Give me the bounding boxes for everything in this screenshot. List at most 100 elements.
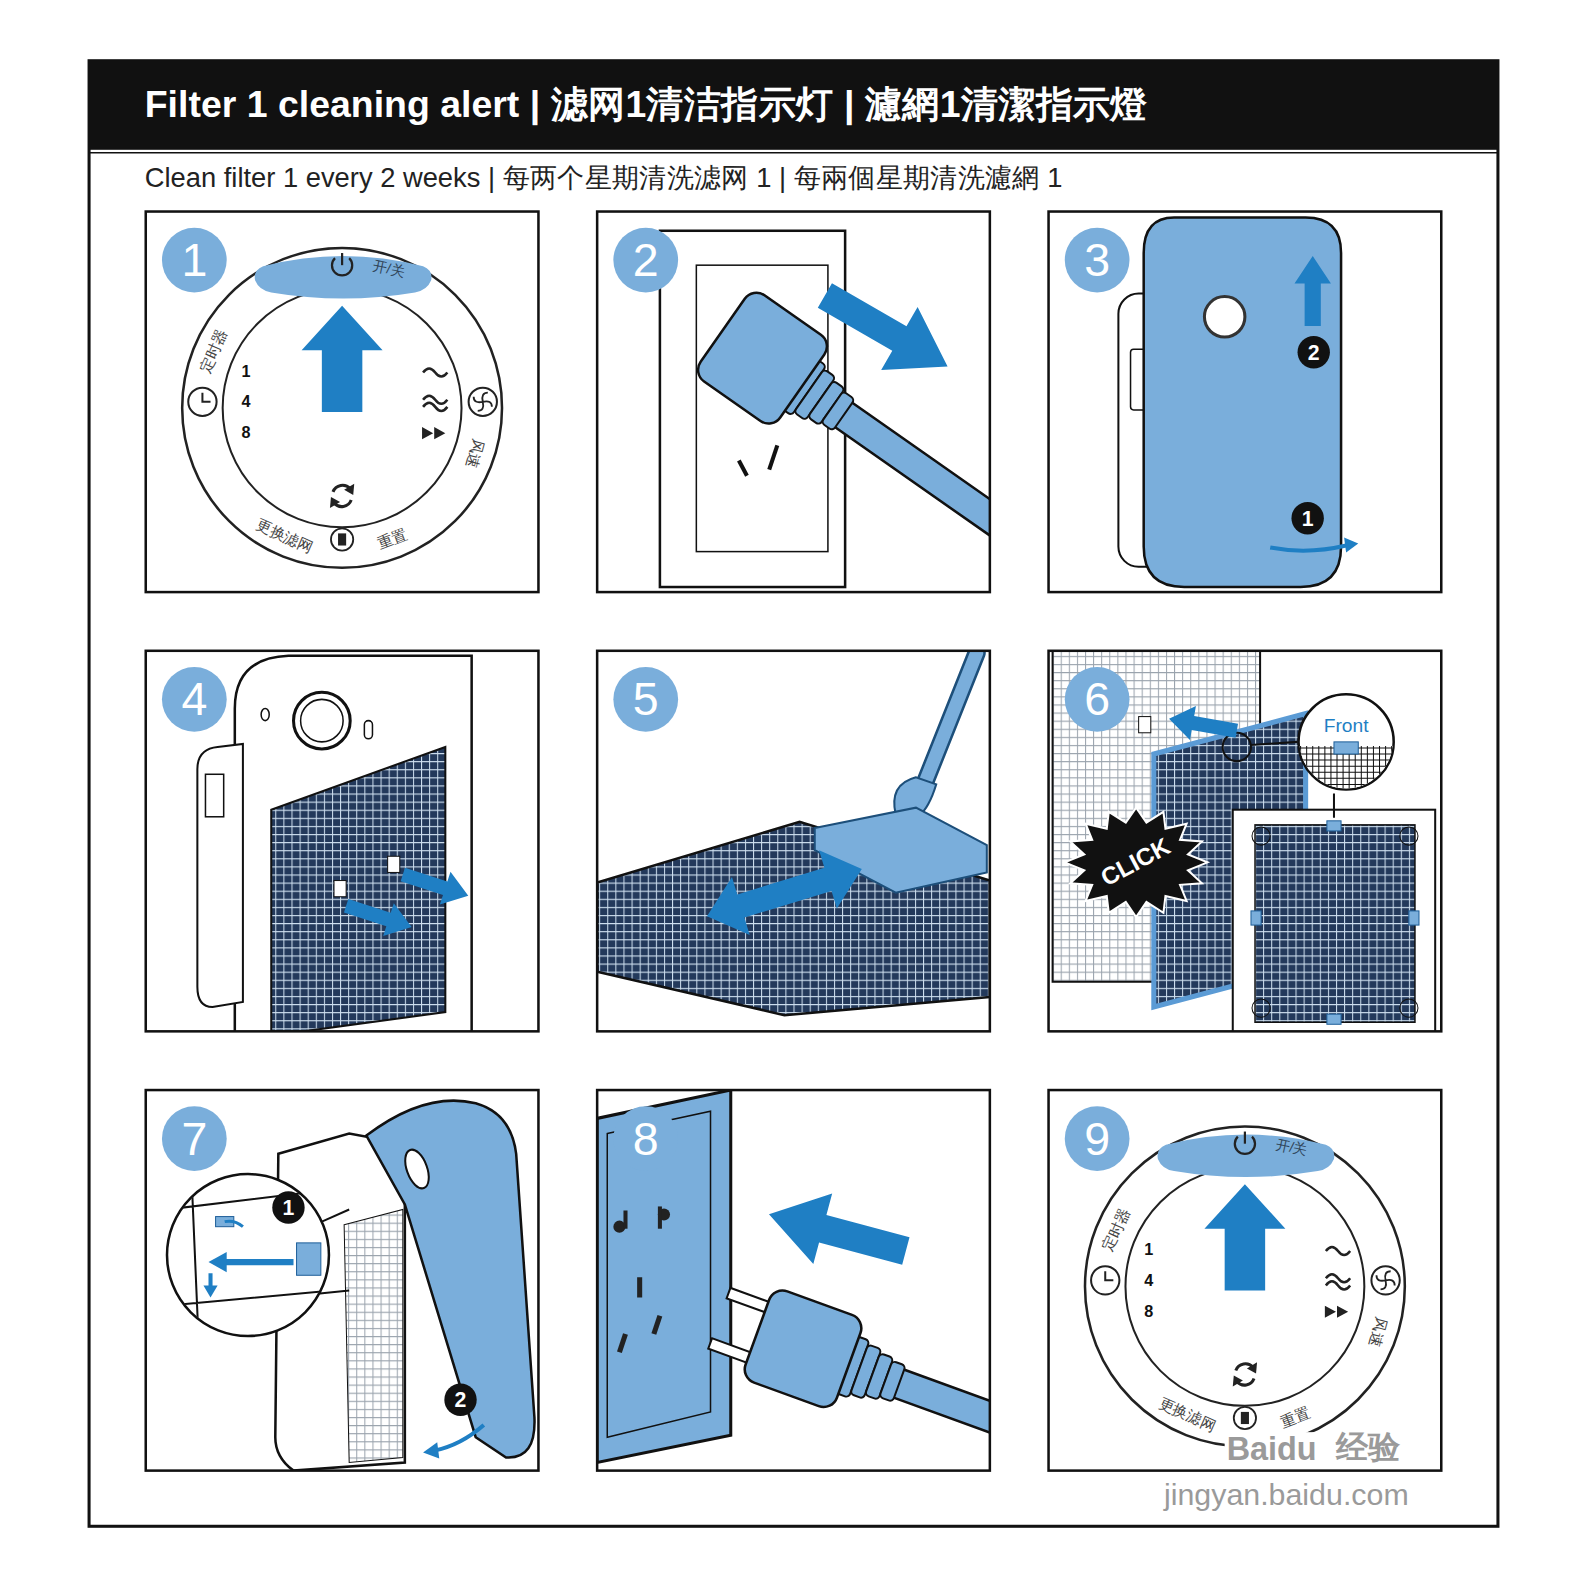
- dial-art: [188, 388, 216, 416]
- magnifier-grid: [1298, 742, 1395, 791]
- control-dial-text: 4: [241, 393, 250, 411]
- plug: [879, 1361, 905, 1402]
- step-number: 6: [1064, 666, 1131, 733]
- insert-filter: [1252, 827, 1270, 845]
- step-circle: [162, 667, 227, 732]
- grid-line: [1298, 784, 1395, 785]
- watermark: Baidu: [1225, 1432, 1319, 1468]
- outer-frame: [89, 61, 1498, 1527]
- purifier-cover: [1144, 218, 1341, 587]
- step-number-text: 7: [181, 1113, 207, 1164]
- purifier-cover: [1204, 297, 1244, 337]
- step-circle: [1065, 667, 1130, 732]
- purifier-open: [261, 708, 269, 720]
- zoom-detail: [225, 1259, 294, 1265]
- control-dial-text: 重置: [1278, 1405, 1312, 1431]
- dial-art: [474, 393, 492, 411]
- vacuum-filter: [597, 653, 990, 1015]
- zoom-detail: [203, 1285, 217, 1297]
- dial-ring: [223, 288, 462, 527]
- step-number-text: 5: [633, 674, 659, 725]
- step-number: 8: [612, 1105, 679, 1172]
- click-star: [1065, 808, 1208, 917]
- callout-number-text: 1: [1302, 507, 1314, 530]
- step-number-text: 9: [1084, 1113, 1110, 1164]
- step-circle: [162, 228, 227, 293]
- control-dial-text: 8: [241, 424, 250, 442]
- close-cover: [322, 1209, 349, 1221]
- grid-line: [1385, 746, 1386, 791]
- dial-art: [344, 484, 354, 495]
- insert-filter: [1409, 911, 1419, 925]
- step-number: 3: [1064, 227, 1131, 294]
- step-number-text: 8: [633, 1113, 659, 1164]
- step-circle: [1065, 1106, 1130, 1171]
- insert-filter: [1053, 651, 1436, 1032]
- grid-line: [1324, 746, 1325, 791]
- power-button: 开/关: [1156, 1126, 1336, 1180]
- grid-line: [1298, 760, 1395, 761]
- wall-socket: [739, 461, 747, 476]
- vacuum-filter: [923, 653, 977, 788]
- rule: [89, 152, 1498, 154]
- plug-in: [597, 1090, 731, 1462]
- front-magnifier-shape: [1298, 693, 1395, 790]
- callout-number: 2: [443, 1383, 477, 1417]
- insert-filter: [1327, 1014, 1341, 1024]
- dial-art: [423, 368, 447, 376]
- power-icon: [341, 253, 343, 265]
- grid-line: [1373, 746, 1374, 791]
- dial-art: [1091, 1184, 1400, 1429]
- panel-frame: [146, 651, 539, 1032]
- power-button: 开/关: [253, 248, 433, 302]
- vacuum-filter: [923, 653, 977, 788]
- dial-ring: [1125, 1167, 1364, 1406]
- purifier-open: [197, 744, 243, 1007]
- step-number: 1: [161, 227, 228, 294]
- close-cover: [344, 1209, 403, 1462]
- insert-filter: [1400, 827, 1418, 845]
- dial-art: [422, 427, 445, 439]
- step-number-text: 2: [633, 235, 659, 286]
- purifier-open: [271, 747, 445, 1031]
- purifier-open: [294, 692, 351, 749]
- power-button-shape: [1156, 1126, 1336, 1180]
- control-dial-text: 定时器: [1099, 1206, 1133, 1254]
- zoom-detail: [208, 1252, 226, 1272]
- dial-art: [469, 388, 497, 416]
- purifier-open: [398, 858, 474, 912]
- insert-filter: [1233, 810, 1435, 1032]
- control-dial-text: 定时器: [197, 327, 231, 375]
- dial-art: [331, 528, 353, 550]
- purifier-cover: [1295, 256, 1331, 326]
- plug: [703, 1273, 990, 1471]
- purifier-cover: [1270, 546, 1346, 551]
- dial-ring: [182, 248, 502, 568]
- power-button-shape: [253, 248, 433, 302]
- panel-frame: [597, 212, 990, 593]
- step-circle: [162, 1106, 227, 1171]
- dial-art: [330, 497, 340, 508]
- callout-circle: [444, 1384, 476, 1416]
- step-number-text: 1: [181, 235, 207, 286]
- plug: [895, 1382, 990, 1441]
- step-circle: [613, 1106, 678, 1171]
- grid-line: [1318, 746, 1319, 791]
- control-dial-text: 风速: [1366, 1315, 1390, 1349]
- panel-frame: [1049, 212, 1442, 593]
- step-number-text: 6: [1084, 674, 1110, 725]
- plug-in: [623, 1210, 627, 1228]
- dial-art: [202, 393, 210, 402]
- purifier-open: [364, 721, 372, 739]
- panel-frame: [146, 212, 539, 593]
- title-band: [89, 61, 1498, 150]
- plug-in: [637, 1277, 642, 1297]
- purifier-cover: [1118, 218, 1358, 587]
- plug: [895, 1382, 990, 1441]
- step-circle: [613, 667, 678, 732]
- vacuum-filter: [698, 840, 871, 945]
- plug: [821, 391, 855, 431]
- grid-line: [1391, 746, 1392, 791]
